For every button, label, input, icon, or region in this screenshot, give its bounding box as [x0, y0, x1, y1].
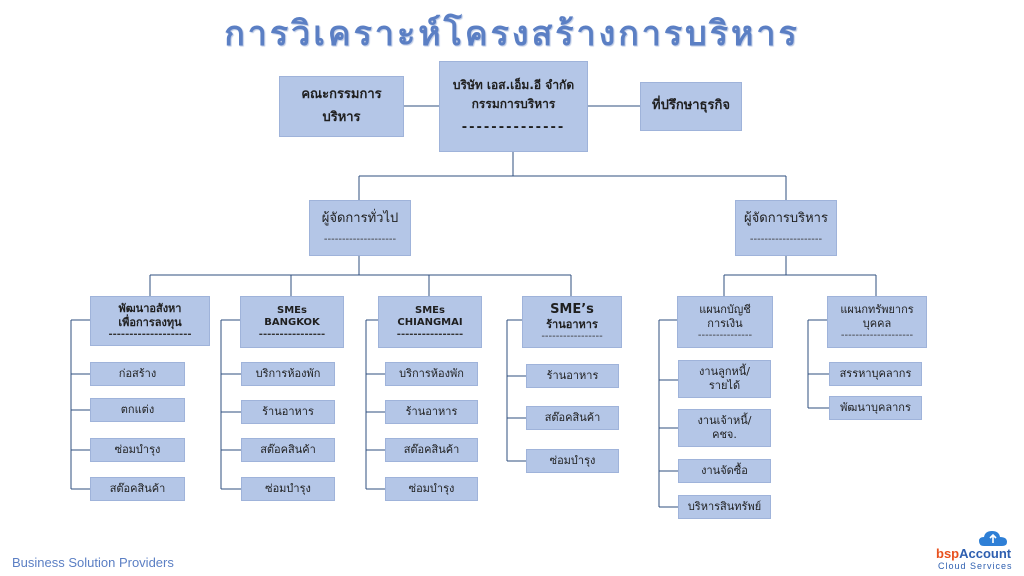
leaf-box: สต๊อคสินค้า — [526, 406, 619, 430]
company-dash: -------------- — [461, 119, 566, 135]
advisor-box: ที่ปรึกษาธุรกิจ — [640, 82, 742, 131]
advisor-label: ที่ปรึกษาธุรกิจ — [652, 98, 730, 114]
dept-cm-dash: ---------------- — [396, 328, 464, 340]
dept-acc-dash: --------------- — [697, 329, 753, 341]
dept-bkk-dash: ---------------- — [258, 328, 326, 340]
logo-part1: bsp — [936, 546, 960, 561]
leaf-box: งานเจ้าหนี้/ คชจ. — [678, 409, 771, 447]
committee-line2: บริหาร — [322, 109, 361, 125]
leaf-box: พัฒนาบุคลากร — [829, 396, 922, 420]
dept-acc-box: แผนกบัญชี การเงิน --------------- — [677, 296, 773, 348]
leaf-label: บริการห้องพัก — [399, 367, 464, 381]
leaf-label: สรรหาบุคลากร — [839, 367, 912, 381]
dept-hr-line1: แผนกทรัพยากร — [840, 303, 914, 317]
logo-wordmark: bspAccount — [936, 546, 1011, 561]
leaf-box: ร้านอาหาร — [526, 364, 619, 388]
company-box: บริษัท เอส.เอ็ม.อี จำกัด กรรมการบริหาร -… — [439, 61, 588, 152]
leaf-box: สต๊อคสินค้า — [385, 438, 478, 462]
leaf-label: สต๊อคสินค้า — [260, 443, 316, 457]
leaf-box: สรรหาบุคลากร — [829, 362, 922, 386]
logo-tagline: Cloud Services — [938, 561, 1013, 571]
leaf-label: สต๊อคสินค้า — [544, 411, 601, 425]
leaf-label: สต๊อคสินค้า — [403, 443, 460, 457]
leaf-box: บริการห้องพัก — [385, 362, 478, 386]
leaf-box: งานจัดซื้อ — [678, 459, 771, 483]
leaf-label: งานลูกหนี้/ รายได้ — [699, 365, 750, 392]
leaf-label: ก่อสร้าง — [118, 367, 157, 381]
dept-hr-box: แผนกทรัพยากร บุคคล -------------------- — [827, 296, 927, 348]
dept-rest-line1: SME’s — [550, 302, 594, 317]
company-logo: bspAccount Cloud Services — [930, 530, 1020, 574]
leaf-label: สต๊อคสินค้า — [109, 482, 166, 496]
admin-manager-dash: -------------------- — [749, 234, 823, 246]
dept-dev-line2: เพื่อการลงทุน — [118, 316, 182, 329]
dept-cm-line2: CHIANGMAI — [397, 317, 463, 328]
leaf-label: บริการห้องพัก — [255, 367, 321, 381]
logo-part2: Account — [959, 546, 1012, 561]
dept-bkk-line1: SMEs — [277, 304, 307, 316]
dept-cm-box: SMEs CHIANGMAI ---------------- — [378, 296, 482, 348]
dept-rest-line2: ร้านอาหาร — [546, 318, 598, 332]
leaf-label: ซ่อมบำรุง — [114, 443, 161, 457]
dept-bkk-box: SMEs BANGKOK ---------------- — [240, 296, 344, 348]
leaf-box: สต๊อคสินค้า — [241, 438, 335, 462]
dept-dev-box: พัฒนาอสังหา เพื่อการลงทุน --------------… — [90, 296, 210, 346]
general-manager-dash: -------------------- — [323, 234, 397, 246]
page-title: การวิเคราะห์โครงสร้างการบริหาร — [224, 14, 800, 54]
general-manager-label: ผู้จัดการทั่วไป — [321, 210, 399, 226]
leaf-box: ร้านอาหาร — [385, 400, 478, 424]
leaf-label: ซ่อมบำรุง — [265, 482, 311, 496]
dept-rest-dash: ----------------- — [541, 331, 603, 342]
leaf-box: ก่อสร้าง — [90, 362, 185, 386]
leaf-box: บริการห้องพัก — [241, 362, 335, 386]
leaf-label: พัฒนาบุคลากร — [840, 401, 911, 415]
leaf-box: ซ่อมบำรุง — [385, 477, 478, 501]
leaf-label: ซ่อมบำรุง — [549, 454, 596, 468]
leaf-box: สต๊อคสินค้า — [90, 477, 185, 501]
dept-acc-line2: การเงิน — [707, 317, 743, 330]
dept-hr-line2: บุคคล — [862, 317, 892, 330]
leaf-label: ร้านอาหาร — [262, 405, 314, 419]
leaf-box: ร้านอาหาร — [241, 400, 335, 424]
leaf-label: งานเจ้าหนี้/ คชจ. — [697, 414, 752, 441]
dept-bkk-line2: BANGKOK — [264, 317, 320, 328]
company-board: กรรมการบริหาร — [471, 96, 556, 111]
leaf-box: ซ่อมบำรุง — [90, 438, 185, 462]
leaf-box: ซ่อมบำรุง — [241, 477, 335, 501]
admin-manager-box: ผู้จัดการบริหาร -------------------- — [735, 200, 837, 256]
committee-box: คณะกรรมการ บริหาร — [279, 76, 404, 137]
admin-manager-label: ผู้จัดการบริหาร — [744, 210, 828, 226]
leaf-box: งานลูกหนี้/ รายได้ — [678, 360, 771, 398]
footer-text: Business Solution Providers — [12, 555, 174, 570]
leaf-label: ร้านอาหาร — [405, 405, 458, 419]
leaf-label: ซ่อมบำรุง — [408, 482, 455, 496]
dept-rest-box: SME’s ร้านอาหาร ----------------- — [522, 296, 622, 348]
leaf-box: บริหารสินทรัพย์ — [678, 495, 771, 519]
dept-hr-dash: -------------------- — [840, 329, 914, 341]
leaf-label: บริหารสินทรัพย์ — [687, 500, 762, 514]
leaf-label: ตกแต่ง — [120, 403, 155, 417]
cloud-icon — [979, 531, 1007, 546]
leaf-label: งานจัดซื้อ — [701, 464, 748, 478]
dept-dev-dash: -------------------- — [108, 328, 192, 340]
dept-acc-line1: แผนกบัญชี — [699, 303, 751, 317]
leaf-label: ร้านอาหาร — [546, 369, 599, 383]
dept-cm-line1: SMEs — [415, 304, 445, 316]
committee-line1: คณะกรรมการ — [301, 87, 382, 103]
general-manager-box: ผู้จัดการทั่วไป -------------------- — [309, 200, 411, 256]
leaf-box: ซ่อมบำรุง — [526, 449, 619, 473]
dept-dev-line1: พัฒนาอสังหา — [118, 302, 182, 316]
company-name: บริษัท เอส.เอ็ม.อี จำกัด — [452, 77, 575, 92]
leaf-box: ตกแต่ง — [90, 398, 185, 422]
